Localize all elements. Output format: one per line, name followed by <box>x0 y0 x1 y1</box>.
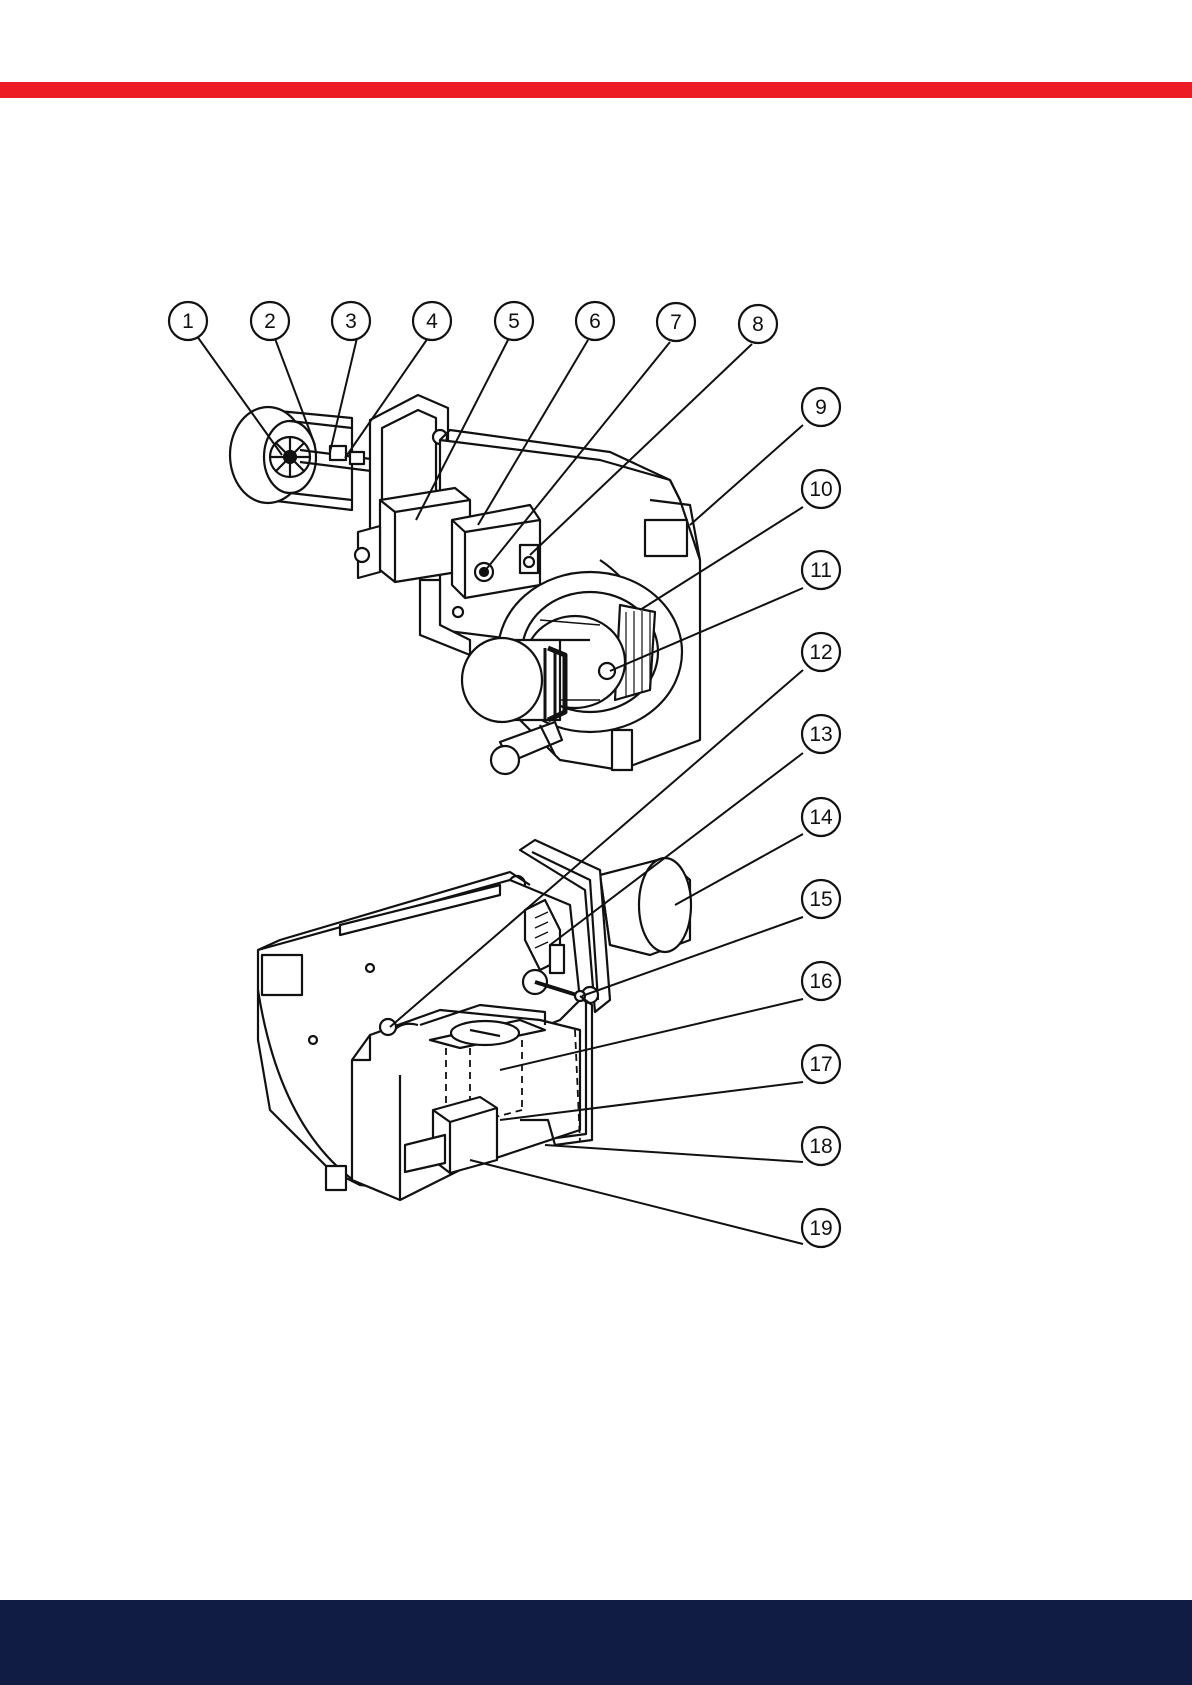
callout-10: 10 <box>802 470 840 508</box>
callout-6: 6 <box>576 302 614 340</box>
callout-9: 9 <box>802 388 840 426</box>
callout-label: 8 <box>752 313 764 336</box>
callout-label: 10 <box>809 478 832 501</box>
callout-label: 14 <box>809 806 833 829</box>
callout-label: 19 <box>809 1217 832 1240</box>
callout-label: 3 <box>345 310 357 333</box>
nameplate <box>645 520 687 556</box>
burner-front-view <box>230 395 700 774</box>
callout-label: 12 <box>809 641 832 664</box>
callout-label: 5 <box>508 310 520 333</box>
callout-7: 7 <box>657 303 695 341</box>
callout-label: 4 <box>426 310 438 333</box>
callout-3: 3 <box>332 302 370 340</box>
callout-4: 4 <box>413 302 451 340</box>
callout-12: 12 <box>802 633 840 671</box>
callout-17: 17 <box>802 1045 840 1083</box>
callout-1: 1 <box>169 302 207 340</box>
callout-label: 9 <box>815 396 827 419</box>
callout-19: 19 <box>802 1209 840 1247</box>
callout-18: 18 <box>802 1127 840 1165</box>
callout-label: 15 <box>809 888 832 911</box>
callout-label: 2 <box>264 310 276 333</box>
callout-8: 8 <box>739 305 777 343</box>
callout-11: 11 <box>802 551 840 589</box>
callout-16: 16 <box>802 962 840 1000</box>
callout-15: 15 <box>802 880 840 918</box>
callout-label: 7 <box>670 311 682 334</box>
callout-label: 11 <box>810 559 832 582</box>
callout-label: 18 <box>809 1135 832 1158</box>
callout-label: 6 <box>589 310 601 333</box>
oil-pump <box>491 722 562 774</box>
burner-rear-view <box>258 840 691 1200</box>
callout-label: 1 <box>182 310 194 333</box>
callout-2: 2 <box>251 302 289 340</box>
flame-head <box>270 437 310 477</box>
callout-label: 17 <box>809 1053 832 1076</box>
callout-13: 13 <box>802 715 840 753</box>
nameplate-rear <box>262 955 302 995</box>
callout-14: 14 <box>802 798 840 836</box>
callout-label: 13 <box>809 723 832 746</box>
callout-5: 5 <box>495 302 533 340</box>
footer-navy-bar <box>0 1600 1192 1685</box>
callout-label: 16 <box>809 970 832 993</box>
